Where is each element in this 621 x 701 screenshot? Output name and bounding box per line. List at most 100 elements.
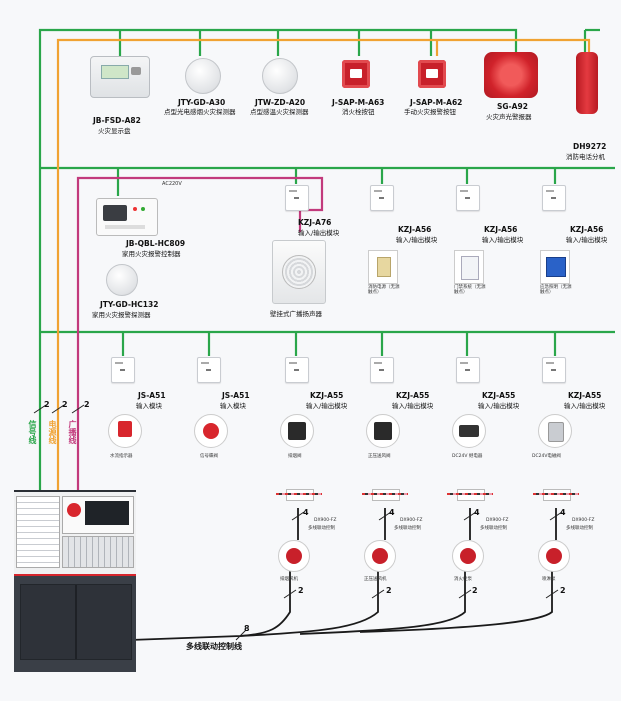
- device-desc-0: 火灾显示盘: [98, 127, 131, 135]
- panel-keypad: [62, 536, 134, 568]
- linkage-code-1: DX900-FZ: [400, 518, 423, 523]
- count-linkage-b-1: 2: [386, 586, 392, 595]
- r3-desc-5: 输入/输出模块: [564, 402, 606, 410]
- control-cabinet: [14, 490, 136, 672]
- home-detector: [106, 264, 138, 296]
- access-control-device: [454, 250, 484, 284]
- r3-caption-3: 正压送风阀: [368, 454, 391, 459]
- input-module-r3-1: [197, 357, 221, 383]
- r3-caption-0: 水流指示器: [110, 454, 133, 459]
- broadcast-line-label: 广播线: [68, 420, 77, 444]
- pump-caption-0: 排烟风机: [280, 577, 298, 582]
- count-linkage-b-0: 2: [298, 586, 304, 595]
- flow-indicator: [108, 414, 142, 448]
- panel-screen: [62, 496, 134, 534]
- r2-caption-1: 消防电源（无源触点）: [368, 285, 400, 295]
- fire-phone: [576, 52, 598, 114]
- r3-caption-2: 排烟阀: [288, 454, 302, 459]
- device-desc-6: 消防电话分机: [566, 153, 605, 161]
- device-code-0: JB-FSD-A82: [93, 116, 141, 125]
- device-code-4: J-SAP-M-A62: [410, 98, 463, 107]
- linkage-code-2: DX900-FZ: [486, 518, 509, 523]
- device-desc-1: 点型光电感烟火灾探测器: [164, 108, 236, 116]
- pressure-air-valve: [366, 414, 400, 448]
- smoke-exhaust-valve: [280, 414, 314, 448]
- io-module-r2-3: [542, 185, 566, 211]
- count-linkage-b-3: 2: [560, 586, 566, 595]
- fire-power-device: [368, 250, 398, 284]
- panel-grid-left: [16, 496, 60, 568]
- r2-caption-3: 应急照明（无源触点）: [540, 285, 572, 295]
- home-fire-controller: [96, 198, 158, 236]
- pump-0: [278, 540, 310, 572]
- home-controller-desc: 家用火灾报警控制器: [122, 250, 181, 258]
- linkage-code-3: DX900-FZ: [572, 518, 595, 523]
- r3-code-2: KZJ-A55: [310, 391, 344, 400]
- wall-speaker: [272, 240, 326, 304]
- linkage-module-2: [447, 484, 493, 504]
- count-linkage-a-1: 4: [389, 508, 395, 517]
- fire-display-panel: [90, 56, 150, 98]
- count-linkage-a-3: 4: [560, 508, 566, 517]
- home-detector-desc: 家用火灾报警探测器: [92, 311, 151, 319]
- signal-line-label: 信号线: [28, 420, 37, 444]
- count-linkage-b-2: 2: [472, 586, 478, 595]
- device-code-2: JTW-ZD-A20: [255, 98, 306, 107]
- r2-desc-1: 输入/输出模块: [396, 236, 438, 244]
- signal-butterfly-valve: [194, 414, 228, 448]
- linkage-module-3: [533, 484, 579, 504]
- io-module-r2-0: [285, 185, 309, 211]
- io-module-r2-2: [456, 185, 480, 211]
- controller-screen: [103, 205, 127, 221]
- r3-desc-4: 输入/输出模块: [478, 402, 520, 410]
- dc24v-solenoid-valve: [538, 414, 572, 448]
- r3-caption-4: DC24V 继电器: [452, 454, 483, 459]
- power-tag: AC220V: [162, 181, 182, 187]
- linkage-desc-0: 多线联动控制: [308, 526, 335, 531]
- cabinet-base: [20, 584, 132, 660]
- broadcast-wires: [76, 176, 324, 500]
- input-module-r3-0: [111, 357, 135, 383]
- io-module-r3-3: [370, 357, 394, 383]
- sound-light-alarm: [484, 52, 538, 98]
- count-bus: 8: [244, 624, 250, 633]
- linkage-desc-2: 多线联动控制: [480, 526, 507, 531]
- home-detector-code: JTY-GD-HC132: [100, 300, 159, 309]
- display-screen: [101, 65, 129, 79]
- emergency-light-device: [540, 250, 570, 284]
- heat-detector: [262, 58, 298, 94]
- smoke-detector: [185, 58, 221, 94]
- r3-desc-3: 输入/输出模块: [392, 402, 434, 410]
- r2-code-1: KZJ-A56: [398, 225, 432, 234]
- home-controller-code: JB-QBL-HC809: [126, 239, 186, 248]
- r3-code-5: KZJ-A55: [568, 391, 602, 400]
- device-code-3: J-SAP-M-A63: [332, 98, 385, 107]
- power-wires: [56, 38, 591, 500]
- r2-desc-2: 输入/输出模块: [482, 236, 524, 244]
- r3-desc-2: 输入/输出模块: [306, 402, 348, 410]
- linkage-module-1: [362, 484, 408, 504]
- io-module-r3-4: [456, 357, 480, 383]
- io-module-r2-1: [370, 185, 394, 211]
- linkage-module-0: [276, 484, 322, 504]
- r3-code-4: KZJ-A55: [482, 391, 516, 400]
- phone-icon: [67, 503, 81, 517]
- r3-desc-0: 输入模块: [136, 402, 162, 410]
- manual-alarm-button: [418, 60, 446, 88]
- io-module-r3-2: [285, 357, 309, 383]
- r3-desc-1: 输入模块: [220, 402, 246, 410]
- pump-caption-2: 消火栓泵: [454, 577, 472, 582]
- panel-keys: [131, 67, 141, 75]
- r3-code-3: KZJ-A55: [396, 391, 430, 400]
- count-power: 2: [62, 400, 68, 409]
- linkage-code-0: DX900-FZ: [314, 518, 337, 523]
- device-desc-5: 火灾声光警报器: [486, 113, 532, 121]
- hydrant-button: [342, 60, 370, 88]
- r2-caption-2: 门禁系统（无源触点）: [454, 285, 486, 295]
- dc24v-relay: [452, 414, 486, 448]
- device-desc-3: 消火栓按钮: [342, 108, 375, 116]
- r2-desc-3: 输入/输出模块: [566, 236, 608, 244]
- multiline-label: 多线联动控制线: [186, 642, 242, 651]
- r3-code-1: JS-A51: [222, 391, 250, 400]
